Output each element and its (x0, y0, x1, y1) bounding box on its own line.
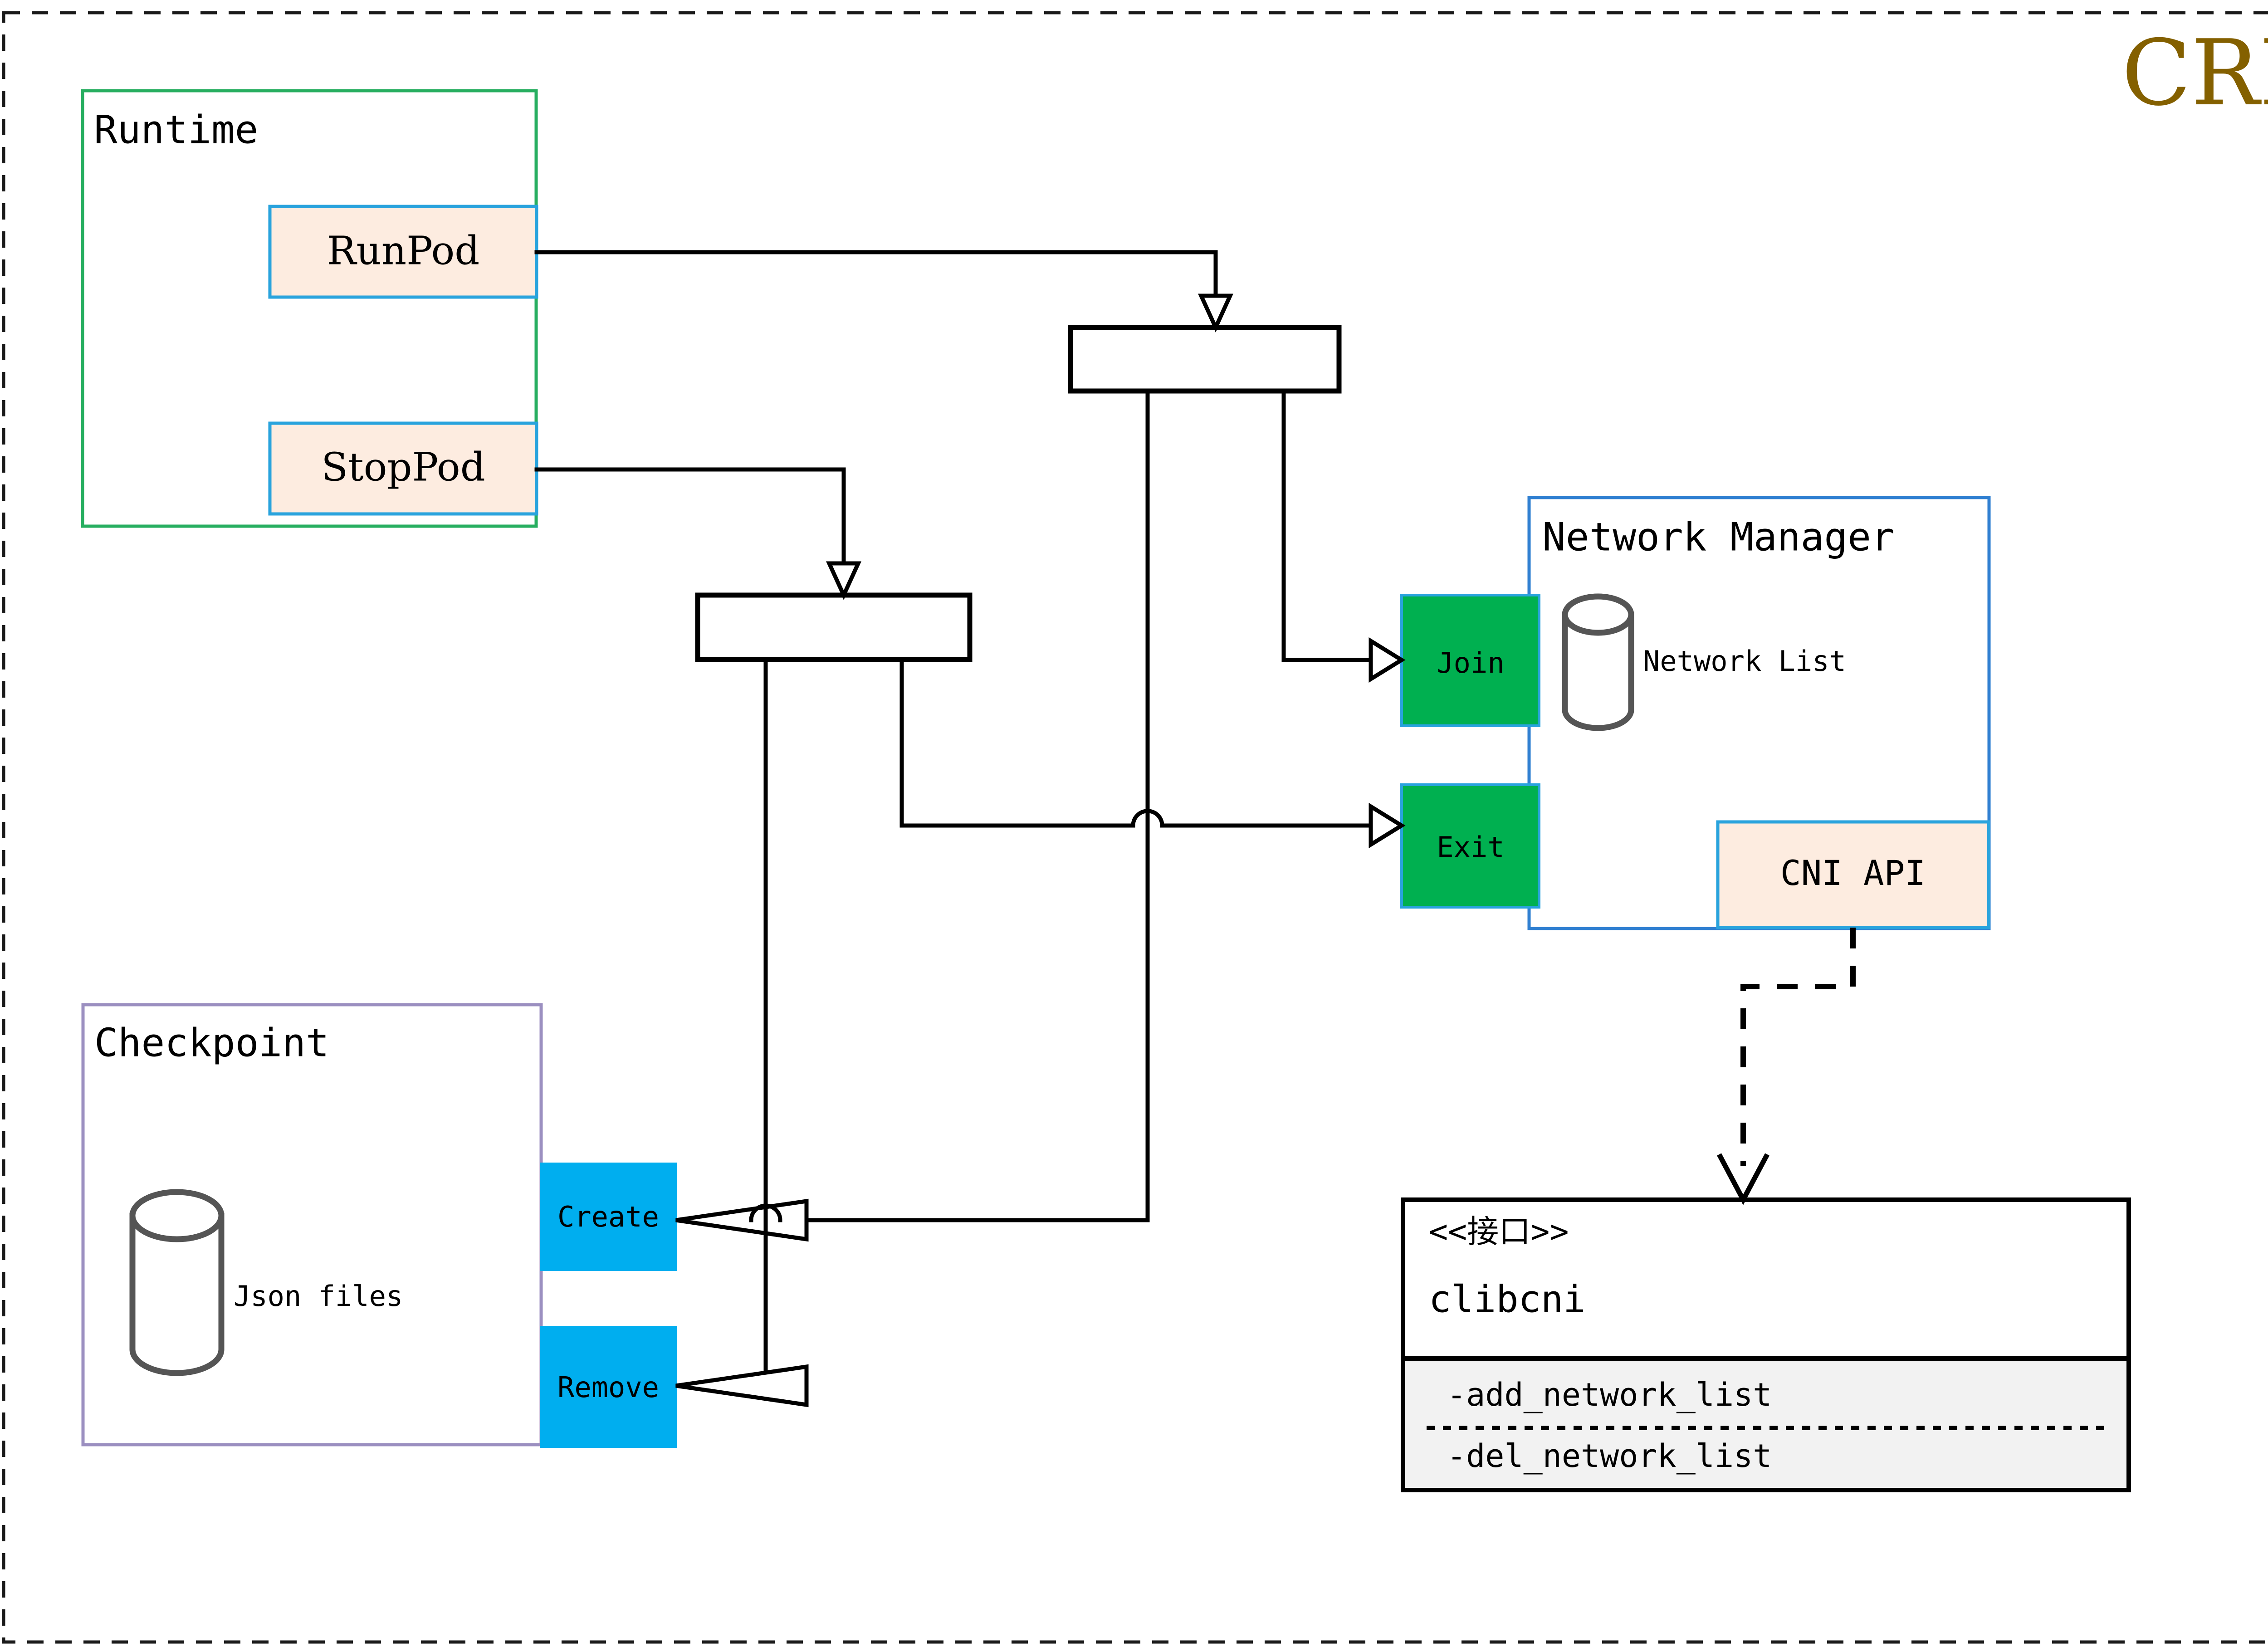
operation-join[interactable] (1400, 594, 1540, 727)
json-files-store (129, 1189, 225, 1376)
edge-stoppod-to-fork (534, 467, 846, 566)
operation-runpod-label: RunPod (327, 229, 480, 274)
edge-cni-api-to-clibcni (1740, 928, 1856, 1166)
network-list-label: Network List (1643, 645, 1846, 678)
arrowhead-realization-clibcni (1717, 1153, 1769, 1205)
operation-stoppod-label: StopPod (321, 445, 485, 490)
arrowhead-remove (675, 1364, 809, 1408)
network-manager-package-label: Network Manager (1542, 514, 1895, 560)
arrowhead-runpod-fork (1198, 293, 1234, 332)
arrowhead-exit (1369, 802, 1406, 849)
operation-exit[interactable] (1400, 783, 1540, 909)
clibcni-interface (1401, 1197, 2131, 1492)
operation-create[interactable] (540, 1163, 677, 1271)
clibcni-name: clibcni (1429, 1278, 1586, 1321)
runtime-package-label: Runtime (94, 107, 258, 152)
operation-remove-label: Remove (557, 1371, 659, 1404)
clibcni-stereotype: <<接口>> (1429, 1213, 1569, 1250)
clibcni-method-del: -del_network_list (1447, 1437, 1772, 1475)
edge-hop-exit (1131, 809, 1164, 828)
edge-fork2-to-remove (763, 657, 809, 1388)
arrowhead-join (1369, 637, 1406, 683)
operation-join-label: Join (1437, 646, 1504, 679)
edge-hop-create (749, 1203, 782, 1222)
fork-bar-runpod (1068, 325, 1342, 394)
edge-fork-to-join (1281, 389, 1373, 662)
arrowhead-stoppod-fork (826, 561, 862, 600)
edge-runpod-to-fork (534, 250, 1218, 298)
clibcni-method-add: -add_network_list (1447, 1376, 1772, 1413)
fork-bar-stoppod (695, 592, 973, 662)
checkpoint-package-label: Checkpoint (94, 1020, 329, 1065)
operation-cni-api[interactable] (1716, 820, 1990, 929)
operation-create-label: Create (557, 1200, 659, 1233)
operation-remove[interactable] (540, 1326, 677, 1448)
network-list-store (1562, 593, 1634, 731)
operation-stoppod[interactable] (268, 421, 538, 516)
operation-exit-label: Exit (1437, 831, 1504, 864)
arrowhead-create (675, 1198, 809, 1242)
json-files-label: Json files (234, 1280, 403, 1313)
page-title: CRI (2121, 20, 2268, 126)
edge-fork2-to-exit-a (899, 657, 1135, 828)
operation-runpod[interactable] (268, 205, 538, 299)
diagram-frame (2, 11, 2268, 1644)
operation-cni-api-label: CNI API (1780, 853, 1926, 893)
